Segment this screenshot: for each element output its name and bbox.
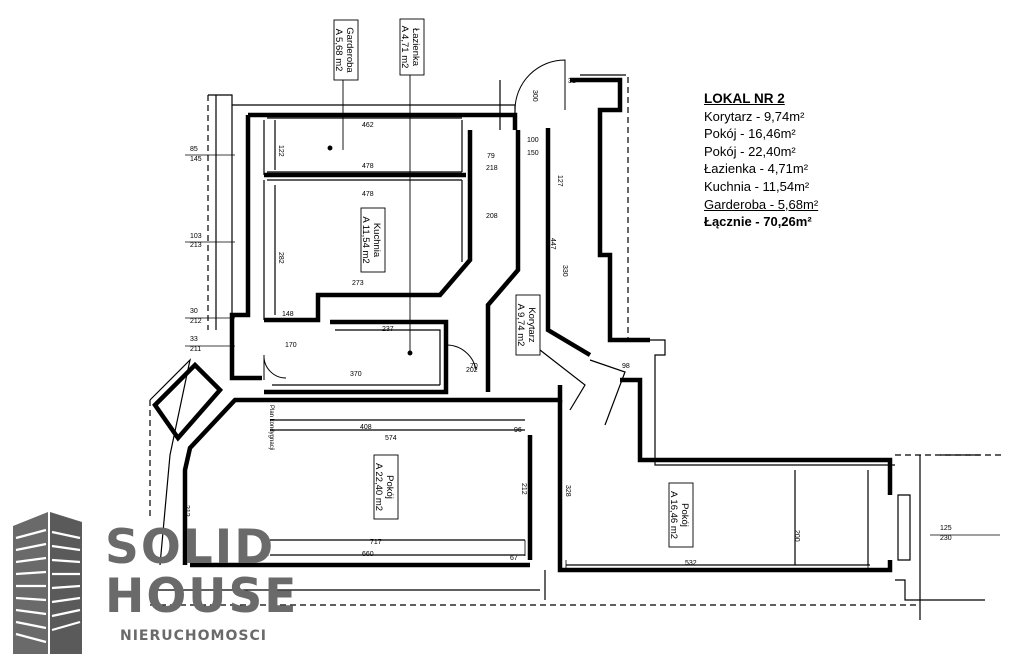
dim-label: 408	[360, 424, 372, 431]
dim-label: 212	[190, 318, 202, 325]
dim-label: 660	[362, 551, 374, 558]
wall-rroom-left	[557, 400, 893, 573]
dim-label: 85	[190, 146, 198, 153]
room-pokoj-small-name: Pokój	[679, 503, 690, 527]
dim-label: 574	[385, 435, 397, 442]
dim-label: 330	[561, 265, 568, 277]
room-korytarz-area: A 9,74 m2	[515, 304, 526, 347]
legend-item-lazienka: Łazienka - 4,71m²	[704, 161, 809, 177]
wall-corridor-diag	[485, 130, 521, 392]
brand-name-line1: SOLID	[105, 520, 276, 575]
dim-label: 282	[277, 252, 284, 264]
dim-label: 30	[190, 308, 198, 315]
wall-bath-top	[264, 319, 449, 395]
wall-top-right	[570, 77, 650, 343]
room-label-garderoba: Garderoba A 5,68 m2	[333, 19, 359, 81]
dim-label: 98	[622, 363, 630, 370]
dim-label: 328	[564, 485, 571, 497]
wall-kitchen-right	[264, 130, 473, 323]
plan-note: Plan kondygnacji	[268, 405, 274, 450]
dim-label: 212	[520, 483, 527, 495]
room-pokoj-large-name: Pokój	[384, 475, 395, 499]
dim-label: 148	[282, 311, 294, 318]
room-garderoba-area: A 5,68 m2	[333, 29, 344, 72]
dim-label: 213	[190, 242, 202, 249]
dim-label: 70	[470, 363, 478, 370]
door-arc-top	[514, 59, 566, 111]
dimension-labels: 462 478 478 273 237 370 148 170 408 574 …	[183, 78, 952, 567]
room-kuchnia-area: A 11,54 m2	[360, 216, 371, 263]
legend: LOKAL NR 2 Korytarz - 9,74m² Pokój - 16,…	[704, 90, 854, 231]
wall-rroom-top	[620, 377, 893, 495]
room-korytarz-name: Korytarz	[526, 307, 537, 343]
dim-label: 300	[531, 90, 538, 102]
dim-label: 212	[183, 505, 190, 517]
legend-item-kuchnia: Kuchnia - 11,54m²	[704, 178, 810, 194]
dim-label: 170	[285, 342, 297, 349]
dim-label: 202	[466, 367, 478, 374]
dim-label: 100	[527, 137, 539, 144]
brand-tagline: NIERUCHOMOSCI	[120, 628, 267, 644]
dim-label: 122	[277, 145, 284, 157]
dim-label: 200	[793, 530, 800, 542]
dim-label: 127	[556, 175, 563, 187]
dim-label: 370	[350, 371, 362, 378]
legend-item-pokoj-2: Pokój - 22,40m²	[704, 143, 796, 159]
wall-corridor-right	[545, 128, 592, 357]
dim-label: 532	[685, 560, 697, 567]
dim-label: 211	[190, 346, 201, 353]
dim-label: 150	[527, 150, 539, 157]
wall-room-left	[182, 397, 262, 565]
wall-outer-top	[248, 112, 518, 130]
room-label-kuchnia: Kuchnia A 11,54 m2	[360, 207, 386, 273]
wall-left-upper	[229, 115, 262, 381]
dim-label: 103	[190, 233, 202, 240]
dim-label: 96	[514, 427, 522, 434]
dim-label: 462	[362, 122, 374, 129]
dim-label: 67	[510, 555, 518, 562]
room-pokoj-small-area: A 16,46 m2	[668, 491, 679, 539]
legend-item-garderoba: Garderoba - 5,68m²	[704, 196, 819, 212]
dim-label: 273	[352, 280, 364, 287]
door-arc-left	[263, 354, 287, 380]
door-arc-bath	[445, 344, 477, 371]
room-pokoj-large-area: A 22,40 m2	[373, 463, 384, 511]
room-label-lazienka: Łazienka A 4,71 m2	[399, 18, 425, 76]
dim-label: 237	[382, 326, 394, 333]
room-label-korytarz: Korytarz A 9,74 m2	[515, 294, 541, 356]
wall-diag-left	[152, 361, 224, 442]
dim-label: 33	[190, 336, 198, 343]
dim-label: 79	[487, 153, 495, 160]
dim-label: 145	[190, 156, 202, 163]
room-lazienka-area: A 4,71 m2	[399, 26, 410, 69]
dim-label: 230	[940, 535, 952, 542]
legend-total: Łącznie - 70,26m²	[704, 214, 812, 230]
legend-item-pokoj-1: Pokój - 16,46m²	[704, 126, 796, 142]
room-lazienka-name: Łazienka	[410, 28, 421, 67]
dim-label: 208	[486, 213, 498, 220]
brand-name-line2: HOUSE	[105, 569, 299, 624]
dim-label: 478	[362, 163, 374, 170]
room-kuchnia-name: Kuchnia	[371, 223, 382, 258]
dim-label: 478	[362, 191, 374, 198]
dim-label: 218	[486, 165, 498, 172]
room-label-pokoj-large: Pokój A 22,40 m2	[373, 454, 399, 520]
room-garderoba-name: Garderoba	[344, 27, 355, 73]
room-label-pokoj-small: Pokój A 16,46 m2	[668, 482, 694, 548]
building-logo-icon	[13, 512, 82, 654]
dim-label: 31	[568, 78, 576, 85]
legend-item-korytarz: Korytarz - 9,74m²	[704, 108, 805, 124]
dim-label: 717	[370, 539, 382, 546]
dim-label: 125	[940, 525, 952, 532]
dim-label: 447	[549, 238, 556, 250]
legend-title: LOKAL NR 2	[704, 91, 785, 106]
